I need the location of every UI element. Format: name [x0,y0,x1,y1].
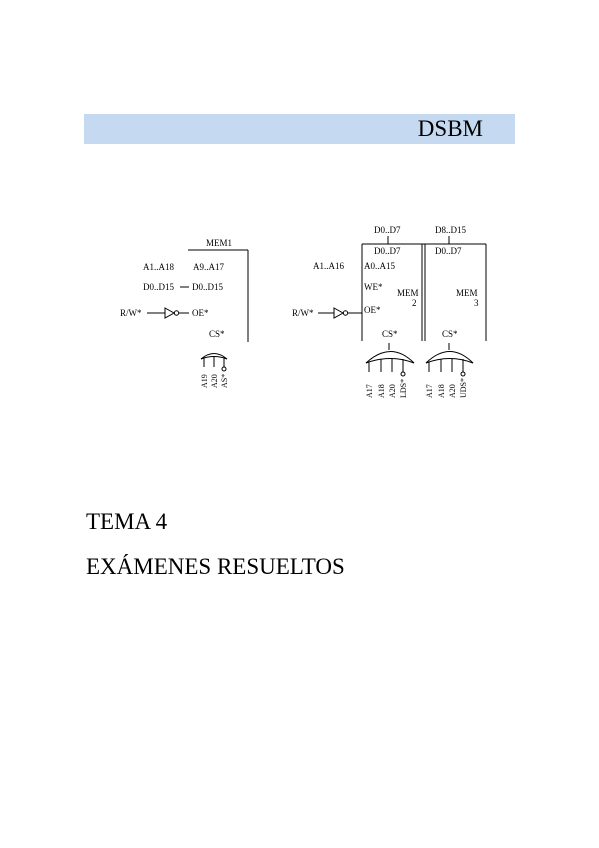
mem1-cs-input: AS* [220,374,229,388]
mem2-name: MEM [397,288,419,298]
mem2-bus-top: D0..D7 [374,225,401,235]
mem2-cs-input: A20 [388,384,397,398]
mem2-number: 2 [412,298,417,308]
mem3-cs-input: A18 [437,384,446,398]
mem1-data-in: D0..D15 [143,282,174,292]
mem2-we-pin: WE* [364,282,383,292]
mem3-bus-top: D8..D15 [435,225,466,235]
mem2-data-pin: D0..D7 [374,246,401,256]
mem2-cs-input: A18 [377,384,386,398]
mem3-number: 3 [474,298,479,308]
mem2-cs-input: LDS* [399,379,408,398]
mem2-cs-pin: CS* [382,329,398,339]
mem2-rw-label: R/W* [292,308,314,318]
mem1-rw-label: R/W* [120,308,142,318]
mem3-cs-input: A17 [425,384,434,398]
mem3-cs-input: UDS* [459,378,468,398]
header-band: DSBM [84,114,515,144]
mem1-name: MEM1 [206,238,232,248]
header-title: DSBM [417,116,483,141]
chapter-title: TEMA 4 [86,509,168,534]
mem1-addr-pin: A9..A17 [193,262,224,272]
mem3-name: MEM [456,288,478,298]
mem3-cs-input: A20 [448,384,457,398]
mem1-cs-pin: CS* [209,329,225,339]
mem2-addr-pin: A0..A15 [364,261,395,271]
mem2-addr-in: A1..A16 [313,261,344,271]
mem3-cs-pin: CS* [442,329,458,339]
mem1-cs-input: A19 [200,374,209,388]
mem3-data-pin: D0..D7 [435,246,462,256]
mem2-oe-pin: OE* [364,305,381,315]
mem1-data-pin: D0..D15 [192,282,223,292]
mem2-cs-input: A17 [365,384,374,398]
mem1-addr-in: A1..A18 [143,262,174,272]
mem1-cs-input: A20 [210,374,219,388]
mem1-oe-pin: OE* [192,308,209,318]
chapter-subtitle: EXÁMENES RESUELTOS [86,554,345,579]
